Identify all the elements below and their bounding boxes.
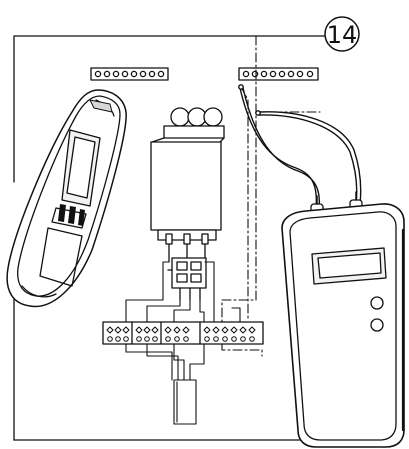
step-badge-circle (324, 16, 360, 52)
cable-bundle (125, 343, 263, 425)
relay-icon (167, 243, 207, 301)
terminal-block-icon (94, 70, 165, 78)
terminal-strip-bottom (102, 321, 264, 345)
multimeter-button-bottom (370, 318, 384, 332)
multimeter-button-top (370, 296, 384, 310)
remote-control (6, 89, 127, 308)
contactor (150, 107, 225, 245)
cable-icon (173, 379, 197, 425)
internal-wiring (125, 261, 241, 323)
dash-dot-wiring (221, 35, 321, 323)
terminal-block-icon (106, 326, 256, 342)
terminal-strip-top-right (238, 67, 319, 81)
relay (167, 243, 207, 301)
probe-leads (238, 84, 362, 209)
remote-control-icon (6, 89, 127, 308)
step-badge-number: 14 (327, 21, 358, 49)
multimeter-icon (281, 191, 405, 448)
step-badge: 14 (324, 16, 360, 52)
multimeter (281, 191, 405, 448)
contactor-icon (150, 107, 225, 245)
terminal-strip-top-left (90, 67, 169, 81)
terminal-block-icon (242, 70, 314, 78)
